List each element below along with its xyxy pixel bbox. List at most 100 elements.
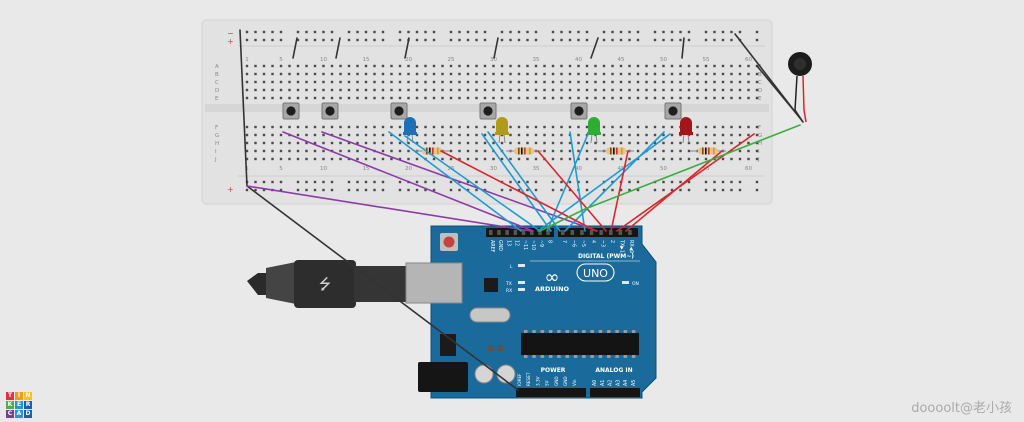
breadboard-hole bbox=[526, 157, 529, 161]
breadboard-hole bbox=[483, 88, 487, 92]
breadboard-hole bbox=[415, 157, 419, 161]
chip-pin bbox=[623, 330, 628, 333]
breadboard-hole bbox=[730, 96, 733, 100]
breadboard-hole bbox=[670, 133, 674, 137]
motor-lead-black bbox=[794, 75, 804, 123]
breadboard-hole bbox=[713, 125, 716, 129]
breadboard-hole bbox=[475, 141, 478, 145]
rail-hole bbox=[500, 30, 504, 34]
breadboard-hole bbox=[619, 141, 623, 145]
rail-hole bbox=[424, 38, 427, 42]
chip-pin bbox=[565, 330, 569, 333]
breadboard-hole bbox=[458, 96, 461, 100]
usb-cable-end bbox=[247, 273, 268, 295]
breadboard-hole bbox=[696, 141, 699, 145]
breadboard-hole bbox=[670, 157, 674, 161]
black-wire bbox=[590, 37, 599, 59]
breadboard-hole bbox=[245, 133, 249, 137]
rail-hole bbox=[577, 180, 580, 184]
breadboard-hole bbox=[568, 96, 572, 100]
logo-tile: N bbox=[24, 392, 32, 400]
chip-pin bbox=[615, 330, 619, 333]
breadboard-hole bbox=[543, 72, 546, 76]
breadboard-hole bbox=[288, 125, 291, 129]
breadboard-hole bbox=[568, 72, 572, 76]
rail-hole bbox=[526, 188, 529, 192]
breadboard-hole bbox=[245, 64, 249, 68]
breadboard-hole bbox=[560, 141, 563, 145]
chip-pin bbox=[607, 330, 611, 333]
breadboard-hole bbox=[466, 141, 470, 145]
rail-hole bbox=[560, 38, 563, 42]
breadboard-hole bbox=[245, 157, 249, 161]
breadboard-hole bbox=[458, 72, 461, 76]
rail-hole bbox=[713, 38, 716, 42]
breadboard-hole bbox=[509, 72, 512, 76]
breadboard-hole bbox=[390, 149, 393, 153]
rail-hole bbox=[356, 38, 359, 42]
breadboard-hole bbox=[585, 141, 589, 145]
rail-hole bbox=[611, 30, 614, 34]
chip-pin bbox=[548, 330, 553, 333]
breadboard-hole bbox=[458, 157, 461, 161]
black-wire bbox=[335, 37, 341, 59]
breadboard-hole bbox=[322, 80, 325, 84]
breadboard-hole bbox=[662, 157, 665, 161]
column-label: 1 bbox=[245, 57, 249, 63]
rail-hole bbox=[628, 180, 631, 184]
pushbutton bbox=[321, 102, 339, 120]
rail-hole bbox=[373, 180, 376, 184]
breadboard-hole bbox=[449, 157, 453, 161]
breadboard-hole bbox=[551, 72, 555, 76]
rail-hole bbox=[449, 188, 453, 192]
resistor-band bbox=[518, 147, 520, 155]
breadboard-hole bbox=[322, 157, 325, 161]
breadboard-hole bbox=[364, 80, 368, 84]
breadboard-hole bbox=[679, 88, 682, 92]
breadboard-hole bbox=[543, 80, 546, 84]
rail-hole bbox=[551, 30, 555, 34]
breadboard-hole bbox=[492, 80, 495, 84]
rail-minus-label: − bbox=[227, 29, 234, 38]
breadboard-hole bbox=[628, 72, 631, 76]
breadboard-hole bbox=[577, 96, 580, 100]
rail-hole bbox=[313, 180, 317, 184]
breadboard-hole bbox=[730, 80, 733, 84]
breadboard-hole bbox=[390, 133, 393, 137]
header-pin bbox=[489, 230, 493, 235]
breadboard-hole bbox=[585, 125, 589, 129]
breadboard-hole bbox=[517, 157, 521, 161]
breadboard-hole bbox=[611, 96, 614, 100]
motor-lead-red bbox=[802, 75, 807, 123]
breadboard-hole bbox=[721, 96, 725, 100]
rail-hole bbox=[662, 38, 665, 42]
digital-header-left bbox=[486, 228, 554, 237]
breadboard-hole bbox=[390, 141, 393, 145]
breadboard-hole bbox=[755, 133, 759, 137]
rail-hole bbox=[254, 38, 257, 42]
breadboard-hole bbox=[441, 72, 444, 76]
breadboard-hole bbox=[339, 149, 342, 153]
rail-hole bbox=[628, 188, 631, 192]
chip-pin bbox=[524, 330, 528, 333]
breadboard-hole bbox=[653, 88, 657, 92]
rail-hole bbox=[262, 188, 266, 192]
breadboard-hole bbox=[313, 64, 317, 68]
rail-hole bbox=[721, 30, 725, 34]
breadboard-hole bbox=[568, 141, 572, 145]
breadboard-hole bbox=[466, 157, 470, 161]
breadboard-hole bbox=[670, 72, 674, 76]
chip-pin bbox=[590, 330, 594, 333]
breadboard-hole bbox=[381, 157, 385, 161]
breadboard-hole bbox=[322, 133, 325, 137]
breadboard-hole bbox=[619, 125, 623, 129]
breadboard-hole bbox=[347, 133, 351, 137]
rail-hole bbox=[373, 30, 376, 34]
breadboard-hole bbox=[356, 96, 359, 100]
breadboard-hole bbox=[721, 157, 725, 161]
breadboard-hole bbox=[364, 157, 368, 161]
rail-hole bbox=[704, 30, 708, 34]
breadboard-hole bbox=[390, 80, 393, 84]
breadboard-hole bbox=[381, 72, 385, 76]
